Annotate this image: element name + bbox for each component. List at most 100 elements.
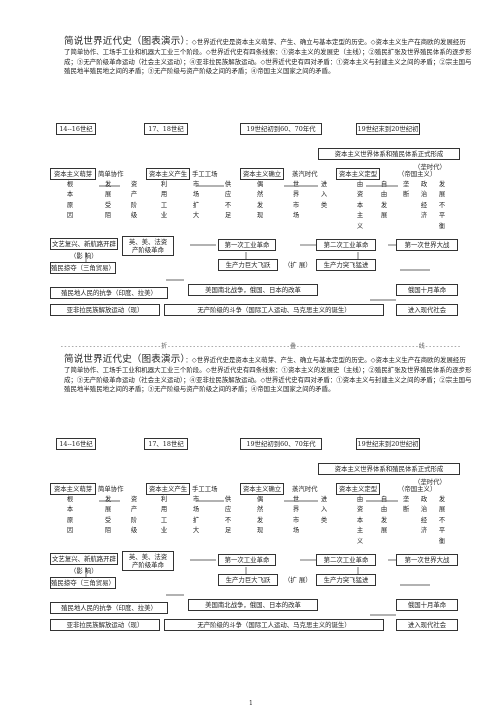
connector-steam: 蒸汽时代 xyxy=(292,170,318,178)
period-3: 19世纪初到60、70年代 xyxy=(240,123,322,135)
connector-lines xyxy=(85,185,430,301)
connector-steam-b: 蒸汽时代 xyxy=(292,485,318,493)
event-bourgeois-revolution-b: 英、美、法资产阶级革命 xyxy=(122,551,174,571)
stage-establish: 资本主义确立 xyxy=(240,168,284,180)
diagram-bottom: 简说世界近代史（图表演示）：◇世界近代史是资本主义萌芽、产生、确立与基本定型的历… xyxy=(0,345,502,645)
event-productivity-2: 生产力突飞猛进 xyxy=(316,259,376,271)
event-colonial-plunder: 殖民掠夺（三角贸易） xyxy=(50,262,116,274)
connector-simple-b: 简单协作 xyxy=(98,485,124,493)
event-ww1: 第一次世界大战 xyxy=(396,239,458,251)
intro-text-2: ：◇世界近代史是资本主义萌芽、产生、确立与基本定型的历史。◇资本主义生产在商欧的… xyxy=(64,356,472,394)
world-system-b: 资本主义世界体系和殖民体系正式形成 xyxy=(318,463,460,475)
cause-5-b: 市场扩大 xyxy=(192,496,200,535)
cause-4: 利用工业 xyxy=(160,181,168,220)
event-contemporary-b: 进入现代社会 xyxy=(396,619,458,631)
event-proletarian-struggle: 无产阶级的斗争（国际工人运动、马克思主义的诞生） xyxy=(164,304,384,316)
event-expand-b: （扩 展） xyxy=(284,576,312,584)
cause-6: 供应不足 xyxy=(224,181,232,220)
event-october-revolution: 俄国十月革命 xyxy=(396,284,458,296)
stage-define-b: 资本主义定型 xyxy=(336,483,380,495)
event-industrial-revolution-2: 第二次工业革命 xyxy=(316,239,376,251)
cause-13-b: 政治经济 xyxy=(420,496,428,535)
cause-6-b: 供应不足 xyxy=(224,496,232,535)
cause-10: 由资本主义 xyxy=(356,181,364,230)
event-contemporary: 进入现代社会 xyxy=(396,304,458,316)
intro-title-2: 简说世界近代史（图表演示） xyxy=(64,354,186,365)
cause-10-b: 由资本主义 xyxy=(356,496,364,545)
event-industrial-revolution-1: 第一次工业革命 xyxy=(218,239,276,251)
period-4-b: 19世纪末到20世纪初 xyxy=(356,438,420,450)
cause-12: 垄断 xyxy=(402,181,410,199)
event-productivity: 生产力巨大飞跃 xyxy=(218,259,278,271)
cause-4-b: 利用工业 xyxy=(160,496,168,535)
stage-sprout: 资本主义萌芽 xyxy=(50,168,96,180)
cause-9-b: 进入类 xyxy=(320,496,328,524)
page-number: 1 xyxy=(249,700,253,707)
event-impact: （影 响） xyxy=(70,252,98,260)
period-2: 17、18世纪 xyxy=(144,123,188,135)
period-3-b: 19世纪初到60、70年代 xyxy=(240,438,322,450)
connector-lines-2 xyxy=(85,500,430,616)
cause-11-b: 自由发展 xyxy=(380,496,388,535)
cause-8-b: 世界市场 xyxy=(292,496,300,535)
period-2-b: 17、18世纪 xyxy=(144,438,188,450)
event-national-liberation: 亚非拉民族解放运动（现） xyxy=(50,304,160,316)
fold-line: ----------------------------折-----------… xyxy=(60,343,460,350)
cause-2: 发展受阻 xyxy=(104,181,112,220)
intro-text: ：◇世界近代史是资本主义萌芽、产生、确立与基本定型的历史。◇资本主义生产在商欧的… xyxy=(64,38,472,76)
event-reforms: 美国南北战争，俄国、日本的改革 xyxy=(188,284,318,296)
event-productivity-2-b: 生产力突飞猛进 xyxy=(316,574,376,586)
event-impact-b: （影 响） xyxy=(70,567,98,575)
cause-7: 偶然发现 xyxy=(256,181,264,220)
stage-birth: 资本主义产生 xyxy=(146,168,190,180)
cause-12-b: 垄断 xyxy=(402,496,410,514)
event-industrial-revolution-2-b: 第二次工业革命 xyxy=(316,554,376,566)
event-national-liberation-b: 亚非拉民族解放运动（现） xyxy=(50,619,160,631)
event-proletarian-struggle-b: 无产阶级的斗争（国际工人运动、马克思主义的诞生） xyxy=(164,619,384,631)
event-expand: （扩 展） xyxy=(284,261,312,269)
connector-workshop: 手工工场 xyxy=(192,170,218,178)
stage-sprout-b: 资本主义萌芽 xyxy=(50,483,96,495)
cause-1-b: 根本原因 xyxy=(66,496,74,535)
connector-electric: （帝国主义） xyxy=(398,170,437,178)
intro-title: 简说世界近代史（图表演示） xyxy=(64,36,186,47)
diagram-top: 简说世界近代史（图表演示）：◇世界近代史是资本主义萌芽、产生、确立与基本定型的历… xyxy=(0,0,502,316)
stage-birth-b: 资本主义产生 xyxy=(146,483,190,495)
cause-14: 发展不平衡 xyxy=(438,181,446,230)
event-ww1-b: 第一次世界大战 xyxy=(396,554,458,566)
cause-11: 自由发展 xyxy=(380,181,388,220)
event-industrial-revolution-1-b: 第一次工业革命 xyxy=(218,554,276,566)
monopoly-label-b: （垄时代） xyxy=(414,478,446,486)
cause-9: 进入类 xyxy=(320,181,328,209)
cause-8: 世界市场 xyxy=(292,181,300,220)
connector-workshop-b: 手工工场 xyxy=(192,485,218,493)
stage-define: 资本主义定型 xyxy=(336,168,380,180)
cause-3-b: 资产阶级 xyxy=(130,496,138,535)
event-colonial-plunder-b: 殖民掠夺（三角贸易） xyxy=(50,577,116,589)
cause-13: 政治经济 xyxy=(420,181,428,220)
monopoly-label: （垄时代） xyxy=(414,163,446,171)
event-colonial-resistance: 殖民地人民的抗争（印度、拉美） xyxy=(50,287,168,299)
cause-2-b: 发展受阻 xyxy=(104,496,112,535)
event-october-revolution-b: 俄国十月革命 xyxy=(396,599,458,611)
cause-1: 根本原因 xyxy=(66,181,74,220)
stage-establish-b: 资本主义确立 xyxy=(240,483,284,495)
event-productivity-b: 生产力巨大飞跃 xyxy=(218,574,278,586)
connector-electric-b: （帝国主义） xyxy=(398,485,437,493)
period-1: 14--16世纪 xyxy=(56,123,96,135)
intro-paragraph: 简说世界近代史（图表演示）：◇世界近代史是资本主义萌芽、产生、确立与基本定型的历… xyxy=(64,37,472,77)
period-4: 19世纪末到20世纪初 xyxy=(356,123,420,135)
world-system: 资本主义世界体系和殖民体系正式形成 xyxy=(318,148,460,160)
cause-14-b: 发展不平衡 xyxy=(438,496,446,545)
event-bourgeois-revolution: 英、美、法资产阶级革命 xyxy=(122,236,174,256)
cause-5: 市场扩大 xyxy=(192,181,200,220)
intro-paragraph-2: 简说世界近代史（图表演示）：◇世界近代史是资本主义萌芽、产生、确立与基本定型的历… xyxy=(64,355,472,395)
connector-simple: 简单协作 xyxy=(98,170,124,178)
event-reforms-b: 美国南北战争，俄国、日本的改革 xyxy=(188,599,318,611)
period-1-b: 14--16世纪 xyxy=(56,438,96,450)
event-renaissance: 文艺复兴、新航路开辟 xyxy=(50,238,118,250)
event-colonial-resistance-b: 殖民地人民的抗争（印度、拉美） xyxy=(50,602,168,614)
cause-3: 资产阶级 xyxy=(130,181,138,220)
event-renaissance-b: 文艺复兴、新航路开辟 xyxy=(50,553,118,565)
cause-7-b: 偶然发现 xyxy=(256,496,264,535)
